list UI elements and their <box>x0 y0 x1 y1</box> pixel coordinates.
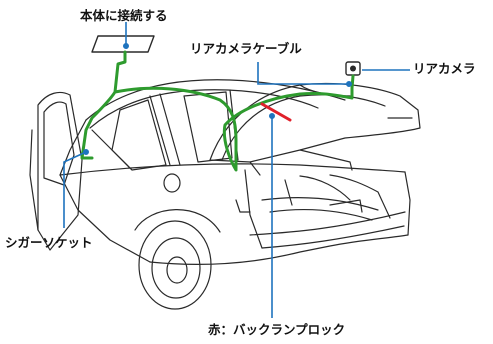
mirror-label: 本体に接続する <box>80 8 168 23</box>
rearview-mirror-icon <box>91 35 155 53</box>
cigar-socket-label: シガーソケット <box>5 235 93 250</box>
callout-lines <box>63 22 410 318</box>
backlamp-wire <box>260 102 292 122</box>
backlamp-label: 赤：バックランプロック <box>208 322 346 337</box>
rear-camera-cable-label: リアカメラケーブル <box>190 41 302 56</box>
socket-callout-line <box>63 151 87 228</box>
rear-camera-icon <box>345 61 361 76</box>
rear-camera-cable <box>80 50 355 172</box>
rear-camera-label: リアカメラ <box>413 61 476 76</box>
cable-callout-dot <box>345 81 352 88</box>
cable-callout-line <box>257 62 348 85</box>
backlamp-callout-dot <box>268 113 275 120</box>
socket-callout-dot <box>83 149 90 156</box>
mirror-callout-dot <box>123 42 130 49</box>
car-body <box>29 79 421 310</box>
